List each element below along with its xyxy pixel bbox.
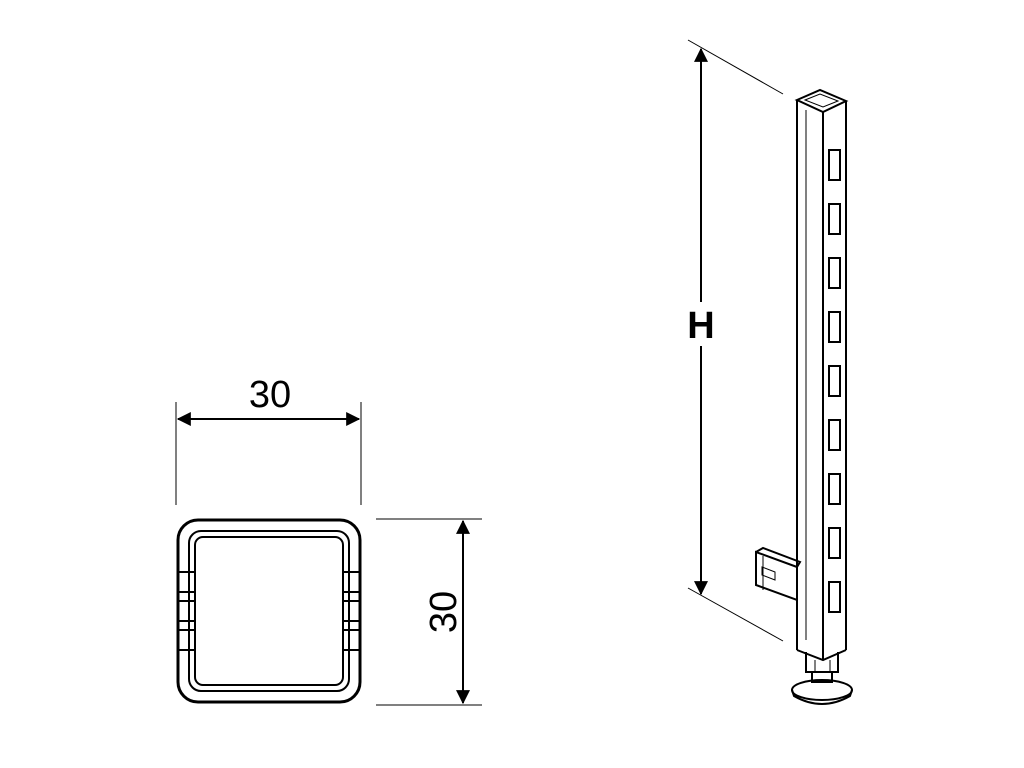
depth-dimension: 30 bbox=[376, 518, 482, 706]
post-top-channel bbox=[803, 93, 840, 108]
height-label-backdrop bbox=[680, 302, 722, 346]
shelf-clip bbox=[755, 546, 802, 602]
height-extension-line-bottom bbox=[687, 587, 784, 642]
width-dimension: 30 bbox=[175, 374, 362, 505]
depth-label: 30 bbox=[423, 591, 465, 633]
middle-profile-outline bbox=[188, 530, 350, 692]
inner-profile-outline bbox=[194, 536, 344, 686]
post-slots bbox=[828, 149, 841, 613]
right-slot-ribs bbox=[343, 571, 360, 651]
height-label: H bbox=[687, 305, 714, 347]
width-label: 30 bbox=[249, 374, 291, 416]
profile-cross-section bbox=[176, 518, 362, 704]
height-extension-line-top bbox=[687, 39, 784, 95]
height-dimension: H bbox=[680, 39, 784, 642]
outer-profile-outline bbox=[176, 518, 362, 704]
left-slot-ribs bbox=[178, 571, 195, 651]
upright-post bbox=[755, 88, 853, 705]
leveling-foot bbox=[791, 652, 853, 705]
